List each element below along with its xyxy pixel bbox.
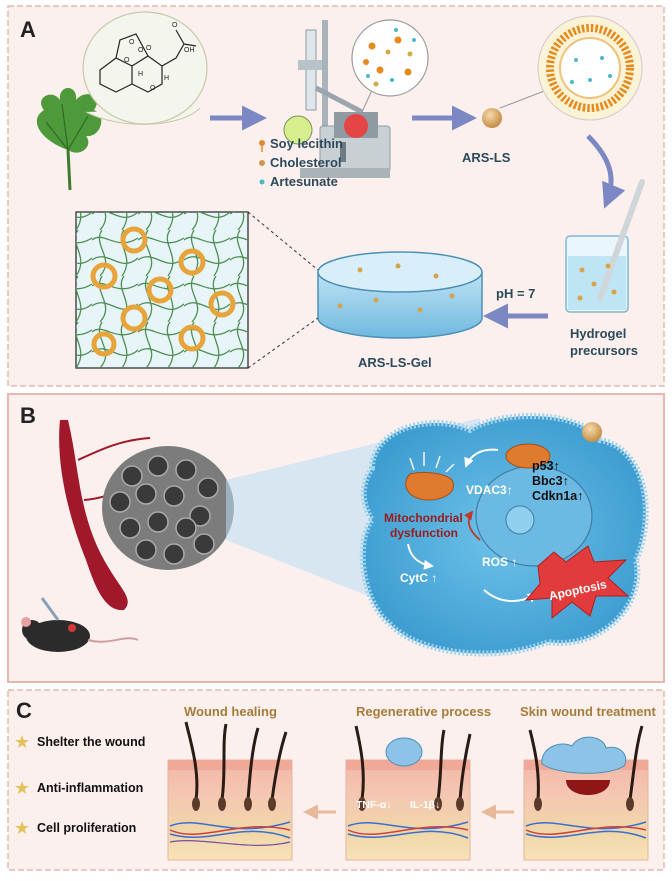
liposome-zoom-icon — [537, 15, 643, 121]
soy-lecithin-icon — [259, 140, 265, 146]
mouse-icon — [21, 597, 139, 652]
benefit-list: ★ Shelter the wound ★ Anti-inflammation … — [14, 732, 145, 838]
hydrogel-network-zoom — [75, 211, 249, 369]
mito-dysfunction-line1: Mitochondrial — [384, 511, 463, 525]
atom-label: OH — [184, 47, 195, 54]
artemisia-leaf-icon — [36, 88, 102, 191]
rotary-evaporator-icon — [283, 20, 391, 178]
bbc3-label: Bbc3↑ — [532, 474, 569, 488]
atom-label: H — [138, 71, 143, 78]
gel-label: ARS-LS-Gel — [358, 355, 432, 370]
flow-arrow — [586, 134, 626, 209]
vdac3-label: VDAC3↑ — [466, 483, 513, 497]
benefit-proliferation: Cell proliferation — [37, 821, 136, 835]
benefit-anti-inflammation: Anti-inflammation — [37, 781, 143, 795]
skin-block-healed — [167, 721, 293, 861]
panel-a-letter: A — [20, 17, 36, 42]
atom-label: H — [164, 75, 169, 82]
liposome-particle-icon — [582, 422, 602, 442]
p53-label: p53↑ — [532, 459, 560, 473]
apoptosis-burst-icon — [524, 545, 630, 620]
stage-label-treatment: Skin wound treatment — [520, 704, 656, 719]
cytc-label: CytC ↑ — [400, 571, 437, 585]
precursor-label-line1: Hydrogel — [570, 326, 626, 341]
skin-block-regenerating: TNF-α↓ IL-1β↓ — [345, 725, 472, 861]
artesunate-structure: O O O O H H O OH O — [82, 11, 208, 125]
il1b-label: IL-1β↓ — [410, 799, 440, 811]
atom-label: O — [172, 22, 178, 29]
ros-label: ROS ↑ — [482, 555, 517, 569]
gel-patch-icon — [385, 737, 423, 767]
atom-label: O — [138, 47, 144, 54]
ingredient-legend: Soy lecithin Cholesterol Artesunate — [259, 136, 343, 189]
blood-vessel-icon — [59, 420, 128, 611]
tnf-label: TNF-α↓ — [356, 799, 392, 811]
legend-soy-lecithin: Soy lecithin — [270, 136, 343, 151]
legend-cholesterol: Cholesterol — [270, 155, 342, 170]
panel-c: C ★ Shelter the wound ★ Anti-inflammatio… — [7, 689, 665, 871]
atom-label: O — [146, 45, 152, 52]
damaged-mitochondrion-icon — [405, 471, 454, 501]
wound-icon — [566, 780, 610, 795]
stage-label-wound-healing: Wound healing — [184, 704, 277, 719]
atom-label: O — [150, 85, 156, 92]
cholesterol-icon — [259, 160, 265, 166]
benefit-shelter: Shelter the wound — [37, 735, 145, 749]
liposome-particle-icon — [482, 108, 502, 128]
panel-a: A O O O O H H O OH O — [7, 5, 665, 387]
panel-b-letter: B — [20, 403, 36, 428]
mixture-zoom-bubble — [351, 19, 429, 113]
stage-label-regenerative: Regenerative process — [356, 704, 491, 719]
skin-block-wound — [523, 725, 649, 861]
star-icon: ★ — [14, 732, 30, 752]
panel-b: B — [7, 393, 665, 683]
star-icon: ★ — [14, 818, 30, 838]
beaker-icon — [565, 179, 645, 313]
legend-artesunate: Artesunate — [270, 174, 338, 189]
ph-label: pH = 7 — [496, 286, 535, 301]
mito-dysfunction-line2: dysfunction — [390, 526, 458, 540]
mitochondrion-icon — [505, 443, 551, 469]
panel-c-letter: C — [16, 698, 32, 723]
atom-label: O — [124, 57, 130, 64]
gel-dressing-icon — [541, 736, 627, 774]
cdkn1a-label: Cdkn1a↑ — [532, 489, 583, 503]
artesunate-icon — [259, 179, 265, 185]
star-icon: ★ — [14, 778, 30, 798]
liposome-label: ARS-LS — [462, 150, 511, 165]
atom-label: O — [129, 39, 135, 46]
hydrogel-disk-icon — [317, 251, 483, 339]
precursor-label-line2: precursors — [570, 343, 638, 358]
tumor-cluster-icon — [102, 446, 234, 570]
